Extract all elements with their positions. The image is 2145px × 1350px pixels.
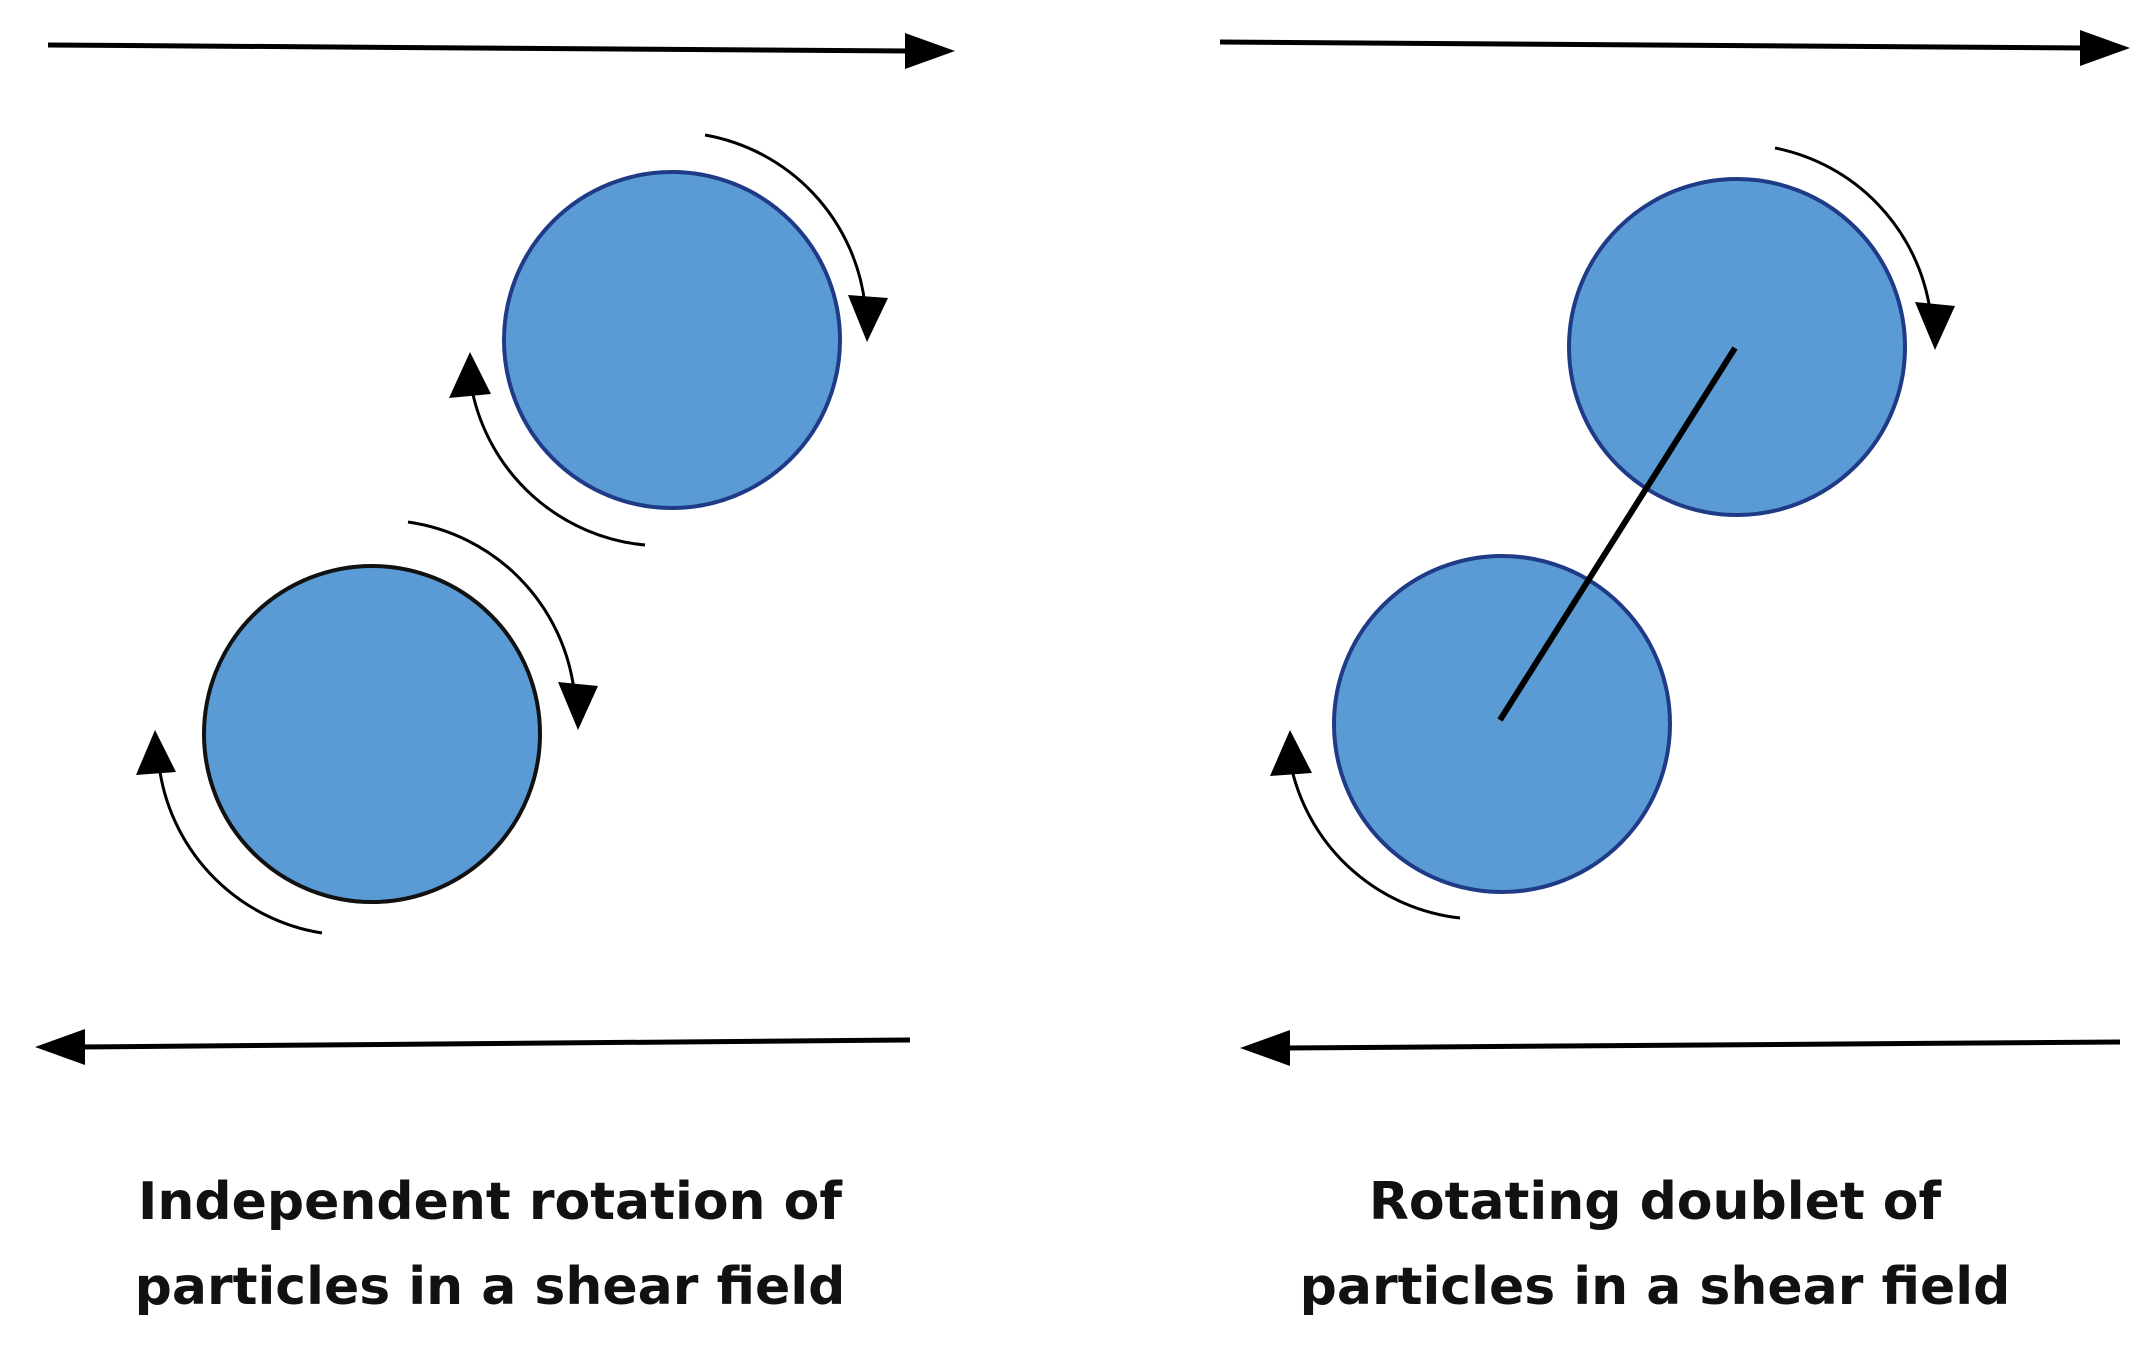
right-top-flow-arrow-icon: [1219, 30, 2130, 66]
right-bottom-flow-arrow-icon: [1240, 1030, 2121, 1066]
left-bottom-flow-arrow-icon: [35, 1029, 911, 1065]
doublet-particle-upper: [1567, 177, 1907, 517]
left-top-flow-arrow-icon: [47, 33, 955, 69]
independent-particle-lower: [202, 564, 542, 904]
left-caption-line-2: particles in a shear field: [134, 1257, 846, 1317]
left-panel: [35, 33, 955, 1065]
upper-particle-left-rotation-arrow-icon: [449, 352, 646, 547]
lower-particle-left-rotation-arrow-icon: [136, 730, 323, 935]
doublet-lower-rotation-arrow-icon: [1270, 730, 1461, 920]
right-panel-caption: Rotating doublet of particles in a shear…: [1155, 1160, 2145, 1330]
left-caption-line-1: Independent rotation of: [137, 1172, 843, 1232]
right-caption-line-2: particles in a shear field: [1299, 1257, 2011, 1317]
left-panel-caption: Independent rotation of particles in a s…: [0, 1160, 990, 1330]
doublet-upper-rotation-arrow-icon: [1774, 146, 1955, 350]
upper-particle-right-rotation-arrow-icon: [704, 133, 888, 342]
doublet-particle-lower: [1332, 554, 1672, 894]
right-panel: [1219, 30, 2130, 1066]
lower-particle-right-rotation-arrow-icon: [407, 520, 598, 730]
independent-particle-upper: [502, 170, 842, 510]
doublet-connector-line: [1497, 346, 1738, 722]
right-caption-line-1: Rotating doublet of: [1368, 1172, 1942, 1232]
